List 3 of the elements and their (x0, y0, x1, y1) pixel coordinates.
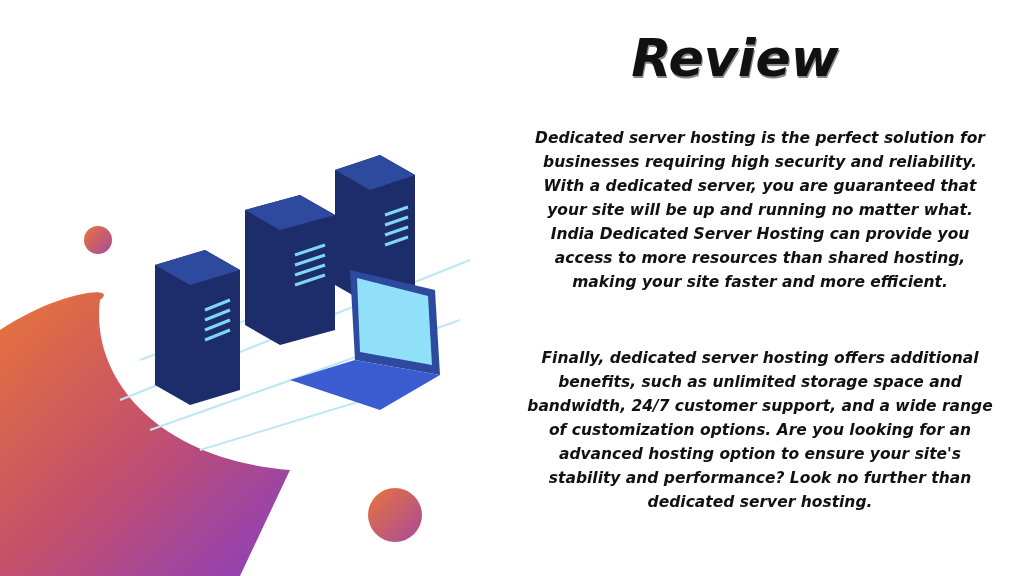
paragraph: Dedicated server hosting is the perfect solution for businesses requiring high security and reliability. With a dedicated server, you are guaranteed that your site will be up and running no matter what. India Dedicated Server Hosting can provide you access to more resources than shared hosting, making your site faster and more efficient. (534, 128, 987, 293)
title: Review (630, 28, 840, 88)
paragraph: Finally, dedicated server hosting offers additional benefits, such as unlimited storage space and bandwidth, 24/7 customer support, and a wide range of customization options. Are you looking for an advanced hosting option to ensure your site's stability and performance? Look no further than dedicated server hosting. (526, 348, 994, 513)
